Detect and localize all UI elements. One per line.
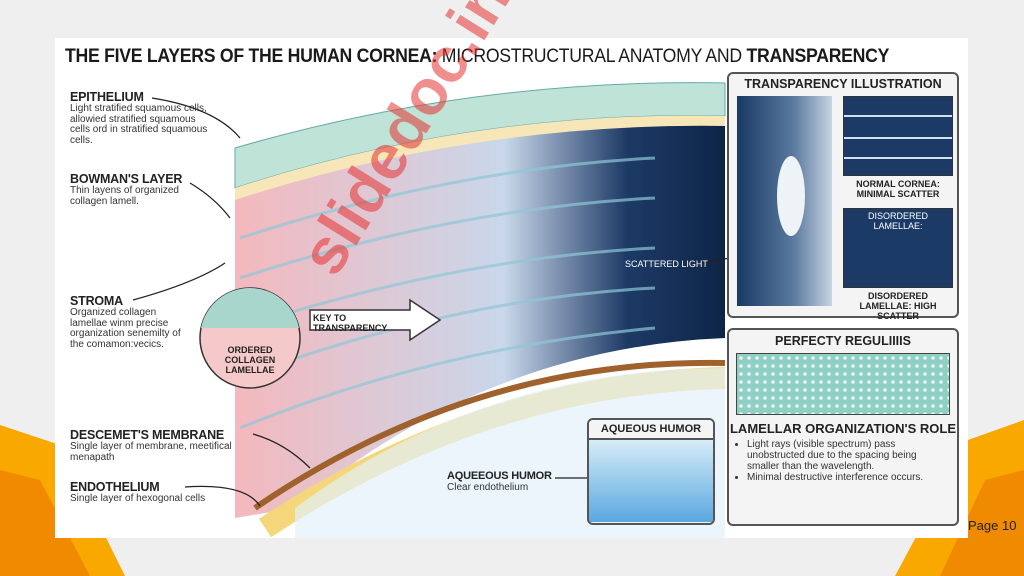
layer-name: BOWMAN'S LAYER [70, 172, 183, 186]
aqueous-box-title: AQUEOUS HUMOR [589, 420, 713, 440]
aqueous-fill [589, 440, 713, 522]
layer-desc: Single layer of membrane, meetifical men… [70, 441, 232, 463]
layer-name: STROMA [70, 294, 123, 308]
layer-desc: Thin layens of organized collagen lamell… [70, 185, 179, 207]
eye-diagram [737, 96, 832, 306]
lamellar-organization-panel: PERFECTY REGULIIIIS LAMELLAR ORGANIZATIO… [727, 328, 959, 526]
normal-cornea-caption: NORMAL CORNEA: MINIMAL SCATTER [856, 179, 940, 199]
role-title: LAMELLAR ORGANIZATION'S ROLE [729, 421, 956, 436]
page-number: Page 10 [968, 518, 1017, 533]
cornea-cross-section-illustration [132, 82, 731, 538]
layer-name: DESCEMET'S MEMBRANE [70, 428, 225, 442]
layer-desc: Light stratified squamous cells, allowie… [70, 103, 208, 146]
title-end: TRANSPARENCY [746, 46, 890, 67]
transparency-illustration-panel: TRANSPARENCY ILLUSTRATION NORMAL CORNEA:… [727, 72, 959, 321]
aqueous-name: AQUEEOUS HUMOR [447, 470, 552, 482]
normal-cornea-image [843, 96, 953, 176]
layer-name: EPITHELIUM [70, 90, 144, 104]
title-bold: THE FIVE LAYERS OF THE HUMAN CORNEA: [65, 46, 438, 67]
cornea-infographic: THE FIVE LAYERS OF THE HUMAN CORNEA: MIC… [55, 0, 968, 538]
scattered-light-label: SCATTERED LIGHT [625, 259, 708, 269]
panel-title: TRANSPARENCY ILLUSTRATION [744, 77, 942, 91]
aqueous-humor-box: AQUEOUS HUMOR [587, 418, 715, 525]
disordered-lamellae-image: DISORDERED LAMELLAE: [843, 208, 953, 288]
bullet: Minimal destructive interference occurs. [747, 472, 949, 483]
disordered-caption: DISORDERED LAMELLAE: HIGH SCATTER [859, 291, 937, 321]
layer-desc: Single layer of hexogonal cells [70, 493, 206, 505]
inset-label: ORDERED COLLAGEN LAMELLAE [224, 345, 276, 375]
layer-name: ENDOTHELIUM [70, 480, 160, 494]
regular-title: PERFECTY REGULIIIIS [775, 334, 911, 348]
regular-lattice-image [736, 353, 950, 415]
key-label: KEY TO TRANSPARENCY [313, 313, 388, 333]
bullet: Light rays (visible spectrum) pass unobs… [747, 439, 949, 472]
role-bullets: Light rays (visible spectrum) pass unobs… [747, 439, 949, 483]
layer-desc: Organized collagen lamellae winm precise… [70, 307, 181, 350]
title-middle: MICROSTRUCTURAL ANATOMY AND [437, 46, 747, 67]
aqueous-desc: Clear endothelium [447, 481, 529, 493]
disordered-image-header: DISORDERED LAMELLAE: [867, 211, 928, 231]
lens [777, 156, 805, 236]
page-title: THE FIVE LAYERS OF THE HUMAN CORNEA: MIC… [65, 46, 889, 68]
